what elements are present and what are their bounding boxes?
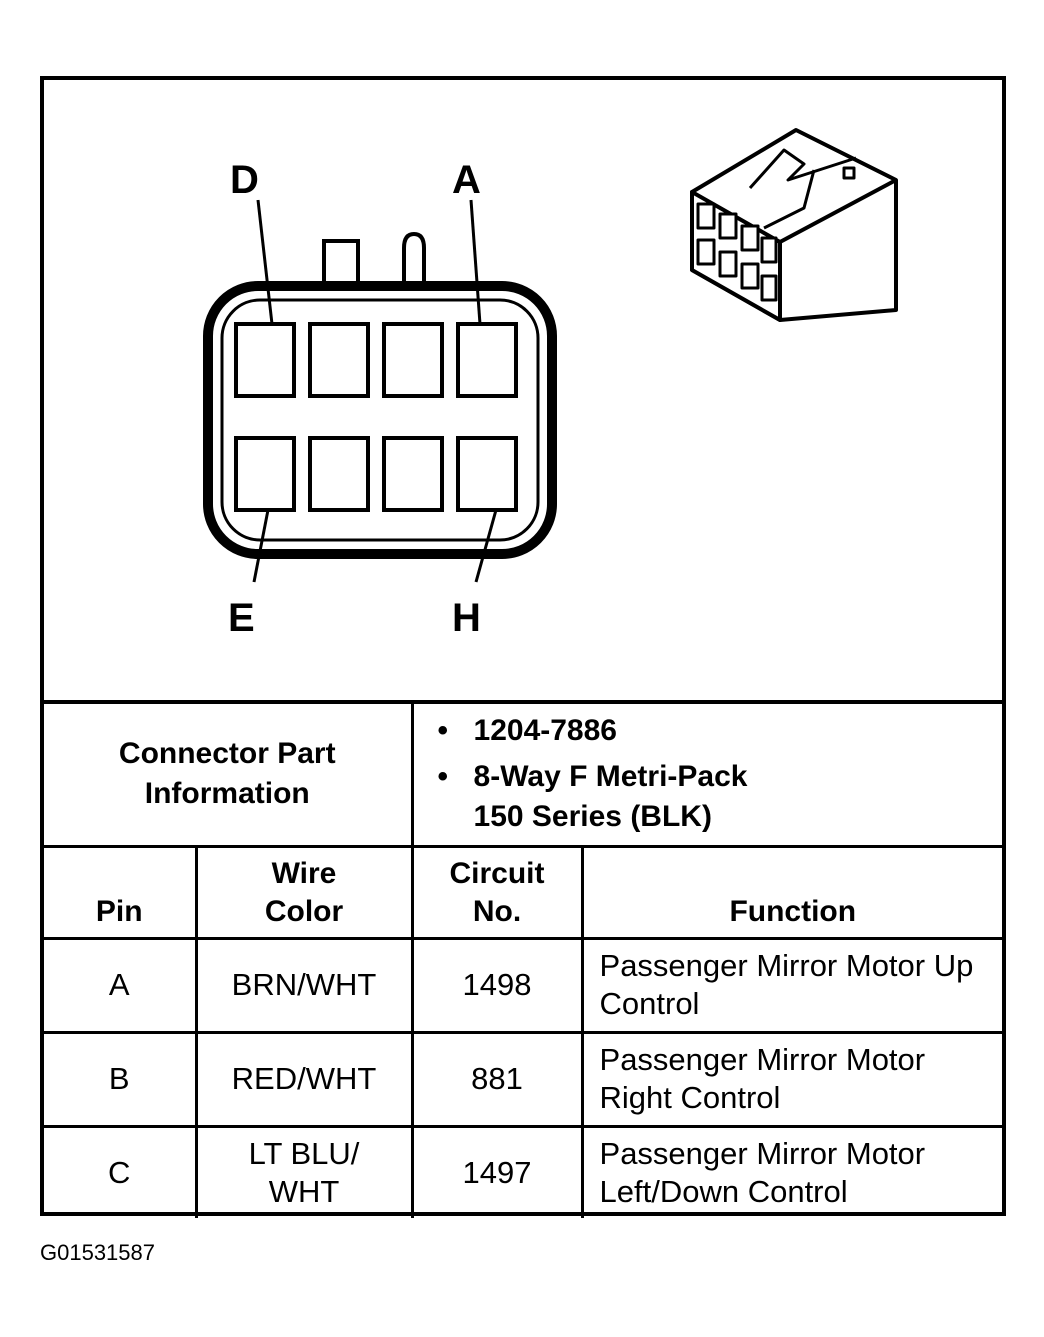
connector-diagram: D A E H: [44, 80, 1002, 700]
cavity-top-4: [456, 322, 518, 398]
header-function: Function: [580, 844, 1003, 940]
table-row: B RED/WHT 881 Passenger Mirror Motor Rig…: [44, 1030, 1003, 1128]
cell-pin: C: [44, 1124, 198, 1218]
cell-pin: A: [44, 936, 198, 1034]
cavity-bottom-4: [456, 436, 518, 512]
cavity-bottom-2: [308, 436, 370, 512]
cell-pin: B: [44, 1030, 198, 1128]
pin-label-a: A: [452, 158, 481, 202]
part-info-item: 8-Way F Metri-Pack 150 Series (BLK): [438, 757, 804, 837]
cell-function: Passenger Mirror Motor Up Control: [580, 936, 1003, 1034]
leader-line-d: [256, 199, 274, 325]
cell-wire-color: RED/WHT: [194, 1030, 414, 1128]
cell-circuit: 881: [410, 1030, 584, 1128]
cavity-bottom-1: [234, 436, 296, 512]
table-row: C LT BLU/ WHT 1497 Passenger Mirror Moto…: [44, 1124, 1003, 1218]
connector-info-table: Connector Part Information 1204-7886 8-W…: [44, 700, 1003, 1218]
header-wire-color: Wire Color: [194, 844, 414, 940]
part-info-row: Connector Part Information 1204-7886 8-W…: [44, 700, 1003, 848]
cell-wire-color: BRN/WHT: [194, 936, 414, 1034]
pin-label-e: E: [228, 596, 255, 640]
cell-function: Passenger Mirror Motor Left/Down Control: [580, 1124, 1003, 1218]
header-pin: Pin: [44, 844, 198, 940]
part-info-item: 1204-7886: [438, 711, 1003, 751]
cell-wire-color: LT BLU/ WHT: [194, 1124, 414, 1218]
figure-id: G01531587: [40, 1240, 155, 1265]
part-info-label: Connector Part Information: [44, 700, 414, 848]
table-header-row: Pin Wire Color Circuit No. Function: [44, 844, 1003, 940]
leader-line-h: [474, 509, 498, 583]
leader-line-a: [469, 199, 482, 325]
pin-label-h: H: [452, 596, 481, 640]
cavity-bottom-3: [382, 436, 444, 512]
pin-label-d: D: [230, 158, 259, 202]
cavity-top-2: [308, 322, 370, 398]
connector-face-drawing: [203, 128, 898, 583]
cell-circuit: 1498: [410, 936, 584, 1034]
connector-inner-shell: [220, 298, 540, 542]
cell-function: Passenger Mirror Motor Right Control: [580, 1030, 1003, 1128]
keying-post: [402, 231, 426, 287]
connector-figure: D A E H Connector Part Information 1204-…: [40, 76, 1006, 1218]
header-circuit-no: Circuit No.: [410, 844, 584, 940]
leader-line-e: [252, 509, 270, 583]
connector-3d-view: [690, 128, 898, 322]
cavity-top-1: [234, 322, 296, 398]
cell-circuit: 1497: [410, 1124, 584, 1218]
locking-tab: [322, 239, 360, 289]
part-info-list: 1204-7886 8-Way F Metri-Pack 150 Series …: [410, 700, 1003, 848]
cavity-top-3: [382, 322, 444, 398]
table-row: A BRN/WHT 1498 Passenger Mirror Motor Up…: [44, 936, 1003, 1034]
